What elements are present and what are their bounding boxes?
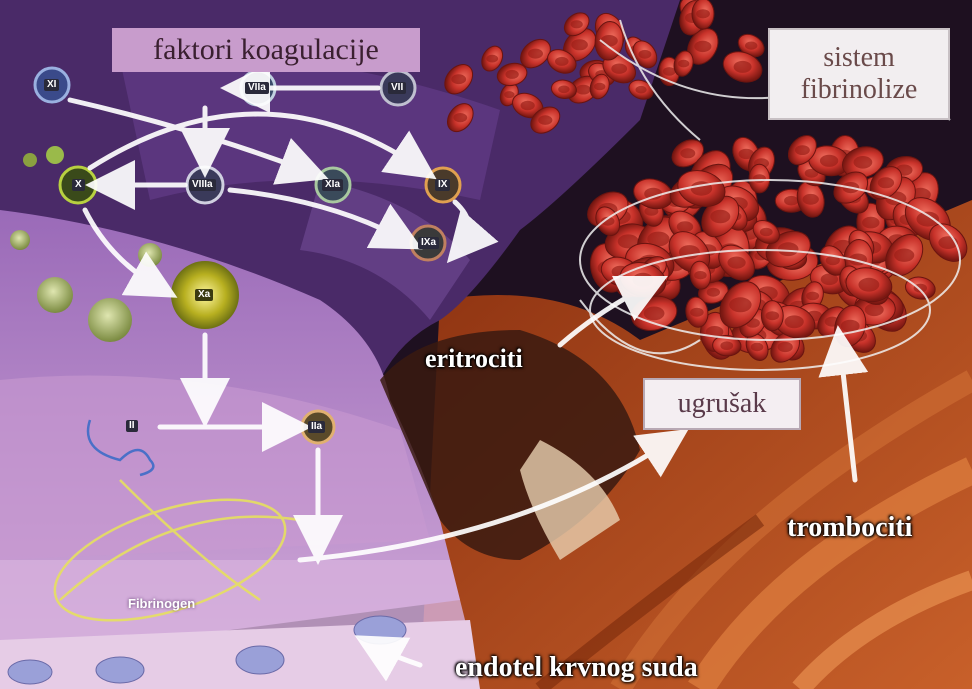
red-blood-cell-center: [865, 304, 884, 317]
red-blood-cell-center: [558, 86, 569, 94]
red-blood-cell-center: [694, 271, 707, 279]
red-blood-cell-center: [451, 74, 466, 84]
clot-label: ugrušak: [643, 378, 801, 430]
factor-xia: XIa: [322, 179, 343, 191]
red-blood-cell-center: [803, 194, 819, 205]
endothelium-label: endotel krvnog suda: [455, 652, 698, 684]
red-blood-cell-center: [760, 228, 773, 237]
red-blood-cell-center: [778, 342, 793, 352]
platelets-label: trombociti: [787, 512, 912, 544]
fibrinogen-label: Fibrinogen: [128, 596, 195, 611]
red-blood-cell-center: [678, 60, 689, 68]
factor-xi: XI: [44, 79, 59, 91]
red-blood-cell-center: [644, 307, 665, 321]
red-blood-cell-center: [806, 292, 819, 301]
red-blood-cell-center: [784, 196, 798, 206]
red-blood-cell-center: [728, 257, 746, 269]
red-blood-cell-center: [751, 343, 764, 351]
factor-viia: VIIa: [245, 82, 269, 94]
red-blood-cell-center: [486, 55, 498, 63]
red-blood-cell-center: [638, 50, 651, 59]
red-blood-cell-center: [734, 61, 752, 73]
red-blood-cell-center: [785, 315, 804, 328]
red-blood-cell-center: [696, 9, 710, 18]
red-blood-cell-center: [521, 101, 535, 110]
red-blood-cell-center: [854, 156, 873, 169]
red-blood-cell-center: [611, 63, 627, 73]
red-blood-cell-center: [710, 210, 730, 223]
red-blood-cell-center: [820, 155, 838, 167]
factor-vii: VII: [388, 82, 406, 94]
factor-ixa: IXa: [418, 237, 439, 249]
red-blood-cell-center: [555, 57, 569, 66]
red-blood-cell-center: [505, 70, 518, 79]
red-blood-cell-center: [576, 85, 591, 95]
red-blood-cell-center: [571, 39, 588, 50]
factor-xa: Xa: [195, 289, 213, 301]
red-blood-cell-center: [528, 49, 543, 59]
red-blood-cell-center: [636, 86, 647, 94]
factor-iia: IIa: [308, 421, 325, 433]
red-blood-cell-center: [862, 217, 879, 229]
red-blood-cell-center: [538, 115, 552, 125]
red-blood-cell-center: [859, 278, 880, 292]
red-blood-cell-center: [694, 41, 711, 52]
red-blood-cell-center: [571, 20, 583, 28]
red-blood-cell-center: [680, 148, 695, 158]
factor-ii: II: [126, 420, 138, 432]
coagulation-factors-label: faktori koagulacije: [112, 28, 420, 72]
red-blood-cell-center: [690, 308, 704, 317]
red-blood-cell-center: [707, 288, 720, 297]
fibrinolysis-label: sistem fibrinolize: [768, 28, 950, 120]
red-blood-cell-center: [663, 67, 676, 76]
factor-x: X: [72, 179, 85, 191]
red-blood-cell-center: [753, 174, 766, 183]
red-blood-cell-center: [745, 42, 757, 50]
red-blood-cell-center: [729, 297, 751, 312]
factor-ix: IX: [435, 179, 450, 191]
red-blood-cell-center: [778, 242, 799, 256]
red-blood-cell-center: [894, 249, 914, 262]
red-blood-cell-center: [795, 145, 810, 155]
fibrinolysis-label-line1: sistem: [823, 42, 895, 74]
red-blood-cell-center: [594, 83, 605, 91]
red-blood-cell-center: [878, 177, 894, 188]
red-blood-cell-center: [917, 212, 940, 227]
red-blood-cell-center: [720, 341, 733, 350]
red-blood-cell-center: [453, 113, 467, 122]
fibrinolysis-label-line2: fibrinolize: [801, 74, 918, 106]
red-blood-cell-center: [600, 35, 617, 47]
erythrocytes-label: eritrociti: [425, 344, 523, 374]
red-blood-cell-center: [677, 221, 693, 232]
red-blood-cell-center: [504, 91, 514, 98]
red-blood-cell-center: [766, 311, 780, 320]
factor-viiia: VIIIa: [189, 179, 216, 191]
